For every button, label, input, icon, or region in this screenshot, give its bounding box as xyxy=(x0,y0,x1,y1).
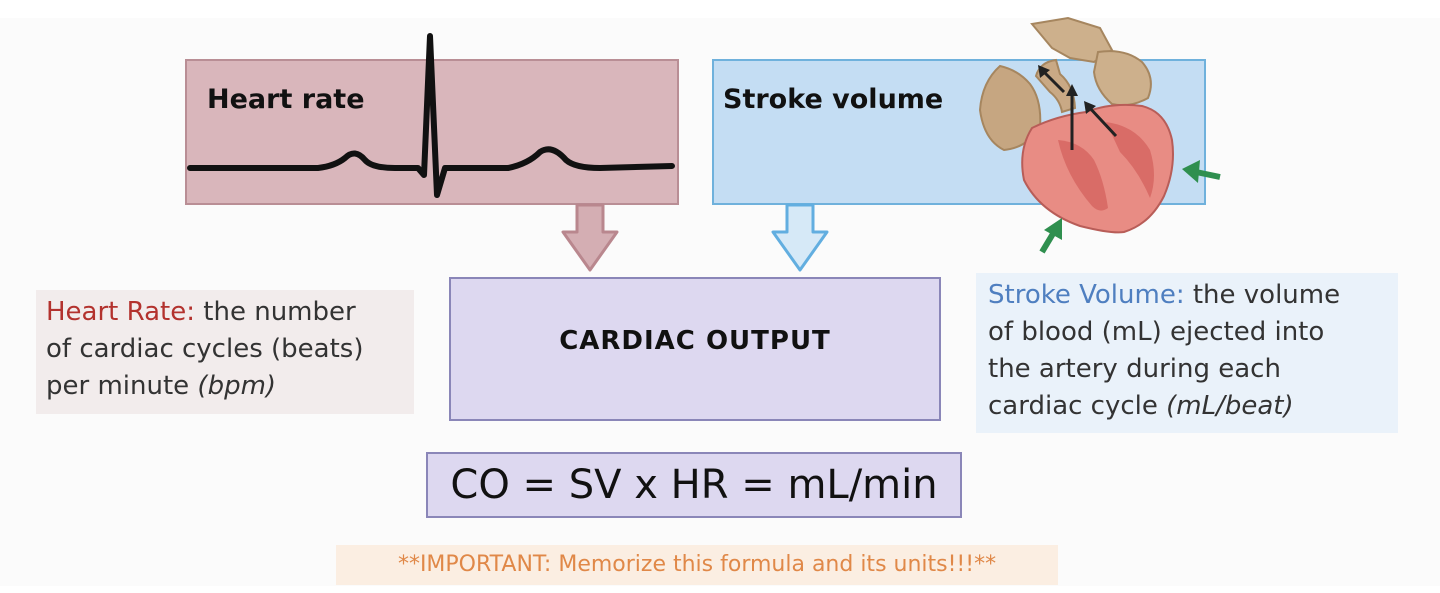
sv-def-line2: of blood (mL) ejected into xyxy=(988,317,1325,347)
sv-def-line1: Stroke Volume: the volume xyxy=(988,277,1398,314)
stroke-volume-definition: Stroke Volume: the volume of blood (mL) … xyxy=(976,273,1398,433)
stroke-volume-term: Stroke Volume: xyxy=(988,280,1185,310)
hr-def-line1: Heart Rate: the number xyxy=(46,294,414,331)
down-arrow-icon xyxy=(771,203,829,272)
sv-unit: (mL/beat) xyxy=(1166,391,1294,421)
sv-def-line4: cardiac cycle (mL/beat) xyxy=(988,388,1398,425)
sv-def-line1-rest: the volume xyxy=(1184,280,1341,310)
hr-unit: (bpm) xyxy=(197,371,277,401)
sv-def-line3: the artery during each xyxy=(988,354,1281,384)
sv-def-line4-text: cardiac cycle xyxy=(988,391,1167,421)
cardiac-output-formula: CO = SV x HR = mL/min xyxy=(426,452,962,518)
cardiac-output-title: CARDIAC OUTPUT xyxy=(559,326,831,356)
down-arrow-icon xyxy=(561,203,619,272)
hr-def-line3-text: per minute xyxy=(46,371,198,401)
green-arrow-icon xyxy=(1182,160,1221,183)
hr-def-line3: per minute (bpm) xyxy=(46,368,414,405)
stroke-volume-title: Stroke volume xyxy=(723,84,944,115)
heart-rate-definition: Heart Rate: the number of cardiac cycles… xyxy=(36,290,414,414)
heart-rate-term: Heart Rate: xyxy=(46,297,196,327)
hr-def-line2: of cardiac cycles (beats) xyxy=(46,334,364,364)
important-note: **IMPORTANT: Memorize this formula and i… xyxy=(336,545,1058,585)
heart-illustration-icon xyxy=(978,16,1174,234)
hr-def-line1-rest: the number xyxy=(195,297,356,327)
cardiac-output-box xyxy=(449,277,941,421)
ecg-waveform-icon xyxy=(187,33,675,198)
green-arrow-icon xyxy=(1039,218,1062,254)
heart-rate-title: Heart rate xyxy=(207,84,365,115)
